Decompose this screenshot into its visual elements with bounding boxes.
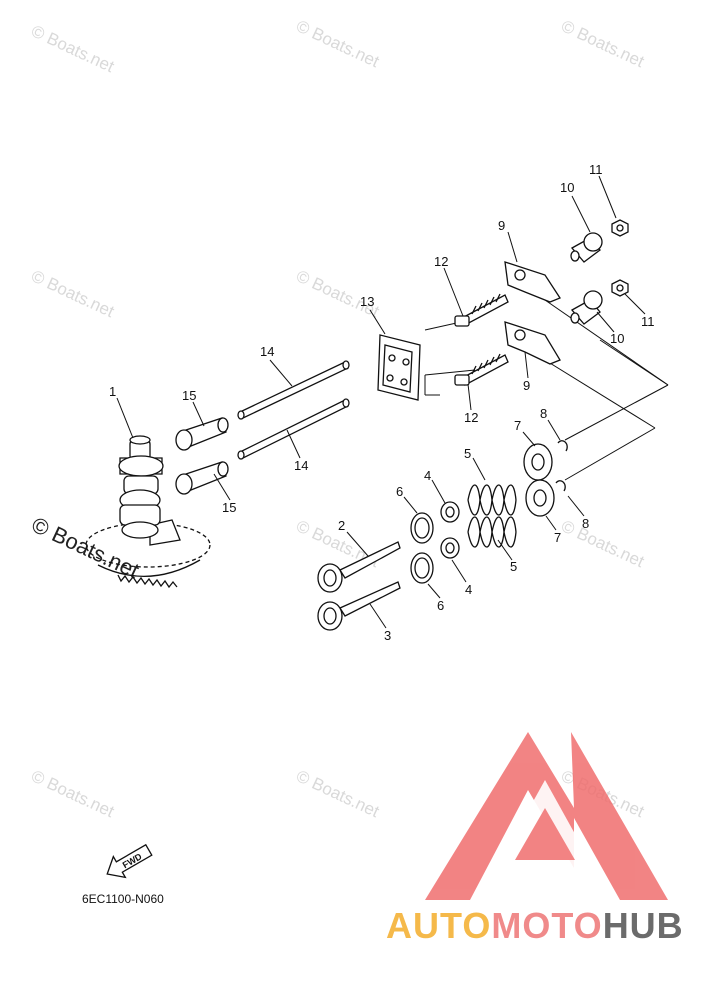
retainers-and-keepers: [523, 440, 568, 517]
callout-10: 10: [610, 331, 624, 346]
callout-11: 11: [641, 314, 655, 329]
callout-4: 4: [465, 582, 472, 597]
brand-wordmark: AUTOMOTOHUB: [386, 905, 684, 946]
watermark: © Boats.net: [558, 16, 647, 71]
callout-1: 1: [109, 384, 116, 399]
callout-15: 15: [222, 500, 236, 515]
callout-8: 8: [540, 406, 547, 421]
callout-9: 9: [523, 378, 530, 393]
fwd-arrow-icon: FWD: [106, 843, 153, 879]
seals-and-washers: [410, 501, 460, 584]
callout-11: 11: [589, 162, 603, 177]
watermark: © Boats.net: [28, 766, 117, 821]
valve-springs: [467, 484, 517, 548]
brand-part-moto: MOTO: [491, 905, 602, 946]
assembly-lines: [424, 299, 669, 481]
callout-10: 10: [560, 180, 574, 195]
callout-14: 14: [294, 458, 308, 473]
watermark: © Boats.net: [293, 16, 382, 71]
pivots-and-nuts: [570, 219, 629, 325]
callout-6: 6: [437, 598, 444, 613]
camshaft: [85, 435, 211, 589]
callout-5: 5: [464, 446, 471, 461]
brand-part-hub: HUB: [603, 905, 684, 946]
callout-4: 4: [424, 468, 431, 483]
callout-5: 5: [510, 559, 517, 574]
brand-logo-icon: [425, 732, 668, 900]
callout-8: 8: [582, 516, 589, 531]
tappets: [175, 417, 229, 495]
watermark: © Boats.net: [293, 766, 382, 821]
callout-7: 7: [514, 418, 521, 433]
callout-6: 6: [396, 484, 403, 499]
callout-15: 15: [182, 388, 196, 403]
push-rods: [237, 360, 350, 460]
watermark: © Boats.net: [28, 21, 117, 76]
watermark: © Boats.net: [558, 516, 647, 571]
rocker-arms: [504, 261, 561, 365]
brand-part-auto: AUTO: [386, 905, 491, 946]
callouts: 1 2 3 4 4 5 5 6 6 7 7 8 8 9 9 10 10 11 1…: [109, 162, 655, 643]
callout-12: 12: [464, 410, 478, 425]
figure-code: 6EC1100-N060: [82, 892, 164, 906]
callout-3: 3: [384, 628, 391, 643]
callout-9: 9: [498, 218, 505, 233]
callout-13: 13: [360, 294, 374, 309]
rocker-studs: [454, 293, 509, 386]
valves: [317, 541, 401, 631]
callout-7: 7: [554, 530, 561, 545]
watermarks: © Boats.net © Boats.net © Boats.net © Bo…: [28, 16, 647, 821]
leader-lines: [116, 175, 646, 629]
callout-14: 14: [260, 344, 274, 359]
watermark: © Boats.net: [28, 266, 117, 321]
callout-12: 12: [434, 254, 448, 269]
guide-plate: [377, 334, 421, 401]
callout-2: 2: [338, 518, 345, 533]
